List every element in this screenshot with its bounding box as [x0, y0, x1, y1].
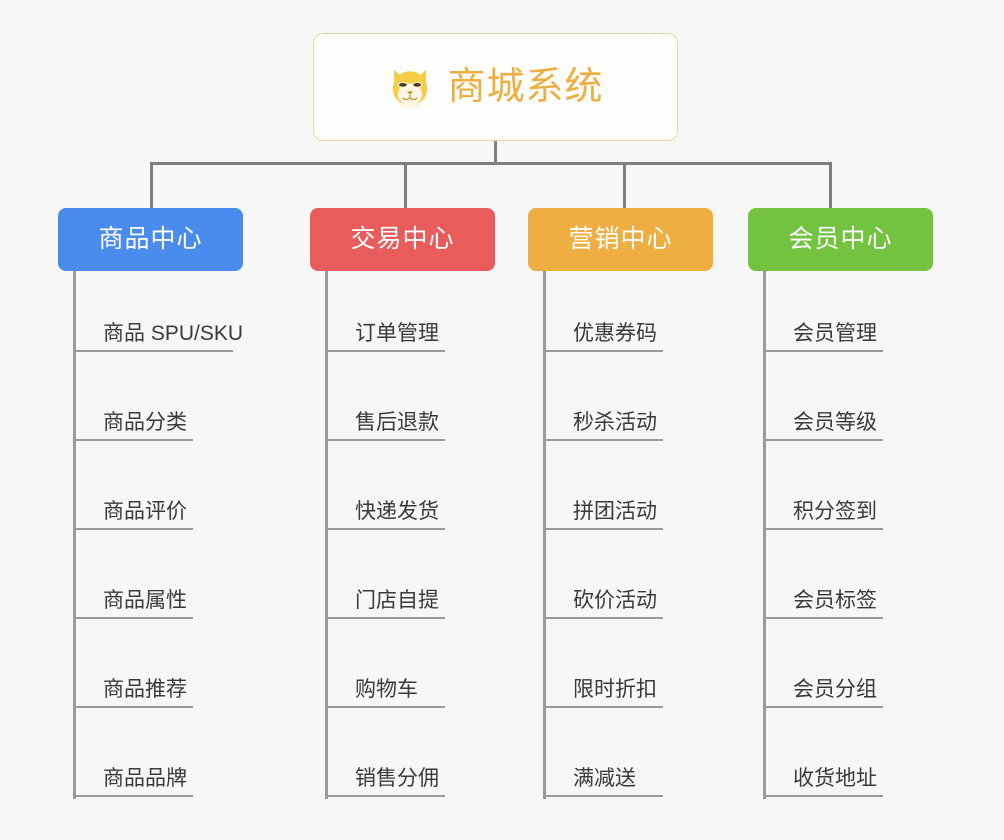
leaf-item-underline — [73, 617, 193, 619]
leaf-item-label: 会员管理 — [793, 322, 877, 345]
leaf-item-underline — [73, 795, 193, 797]
leaf-item-label: 门店自提 — [355, 589, 439, 612]
leaf-item-label: 收货地址 — [793, 767, 877, 790]
leaf-item-label: 拼团活动 — [573, 500, 657, 523]
category-header-label: 商品中心 — [98, 225, 203, 253]
leaf-item-underline — [543, 439, 663, 441]
leaf-item-underline — [543, 795, 663, 797]
leaf-item-underline — [763, 528, 883, 530]
leaf-item-label: 优惠券码 — [573, 322, 657, 345]
leaf-item-label: 商品品牌 — [103, 767, 187, 790]
leaf-item-underline — [325, 350, 445, 352]
category-header-2[interactable]: 交易中心 — [310, 208, 495, 271]
leaf-item-label: 秒杀活动 — [573, 411, 657, 434]
leaf-item-underline — [763, 350, 883, 352]
root-node[interactable]: 商城系统 — [313, 33, 678, 141]
leaf-item-underline — [543, 706, 663, 708]
connector-drop-3 — [623, 162, 626, 208]
column-spine-4 — [763, 271, 766, 799]
category-header-label: 营销中心 — [568, 225, 673, 253]
connector-drop-4 — [829, 162, 832, 208]
leaf-item-underline — [325, 439, 445, 441]
shiba-dog-face-icon — [393, 69, 428, 109]
leaf-item-label: 会员分组 — [793, 678, 877, 701]
leaf-item-label: 商品 SPU/SKU — [103, 322, 244, 345]
root-node-label: 商城系统 — [447, 66, 604, 108]
leaf-item-underline — [325, 617, 445, 619]
leaf-item-label: 商品推荐 — [103, 678, 187, 701]
leaf-item-underline — [325, 528, 445, 530]
leaf-item-label: 销售分佣 — [355, 767, 439, 790]
leaf-item-label: 商品分类 — [103, 411, 187, 434]
leaf-item-underline — [73, 350, 233, 352]
leaf-item-underline — [543, 528, 663, 530]
leaf-item-underline — [73, 439, 193, 441]
leaf-item-label: 满减送 — [573, 767, 636, 790]
leaf-item-label: 订单管理 — [355, 322, 439, 345]
leaf-item-label: 会员等级 — [793, 411, 877, 434]
connector-root-stem — [494, 141, 497, 164]
category-header-label: 交易中心 — [350, 225, 455, 253]
leaf-item-label: 限时折扣 — [573, 678, 657, 701]
column-spine-2 — [325, 271, 328, 799]
connector-drop-2 — [404, 162, 407, 208]
category-header-4[interactable]: 会员中心 — [748, 208, 933, 271]
leaf-item-underline — [543, 350, 663, 352]
leaf-item-underline — [73, 706, 193, 708]
leaf-item-underline — [763, 795, 883, 797]
category-header-label: 会员中心 — [788, 225, 893, 253]
leaf-item-label: 快递发货 — [355, 500, 439, 523]
column-spine-3 — [543, 271, 546, 799]
leaf-item-label: 售后退款 — [355, 411, 439, 434]
leaf-item-underline — [325, 706, 445, 708]
category-header-3[interactable]: 营销中心 — [528, 208, 713, 271]
connector-horizontal-bus — [150, 162, 832, 165]
leaf-item-underline — [763, 706, 883, 708]
leaf-item-label: 积分签到 — [793, 500, 877, 523]
leaf-item-label: 商品属性 — [103, 589, 187, 612]
leaf-item-label: 购物车 — [355, 678, 418, 701]
category-header-1[interactable]: 商品中心 — [58, 208, 243, 271]
leaf-item-underline — [325, 795, 445, 797]
leaf-item-underline — [763, 617, 883, 619]
leaf-item-underline — [73, 528, 193, 530]
connector-drop-1 — [150, 162, 153, 208]
column-spine-1 — [73, 271, 76, 799]
leaf-item-label: 商品评价 — [103, 500, 187, 523]
leaf-item-underline — [543, 617, 663, 619]
leaf-item-label: 砍价活动 — [573, 589, 657, 612]
leaf-item-underline — [763, 439, 883, 441]
leaf-item-label: 会员标签 — [793, 589, 877, 612]
